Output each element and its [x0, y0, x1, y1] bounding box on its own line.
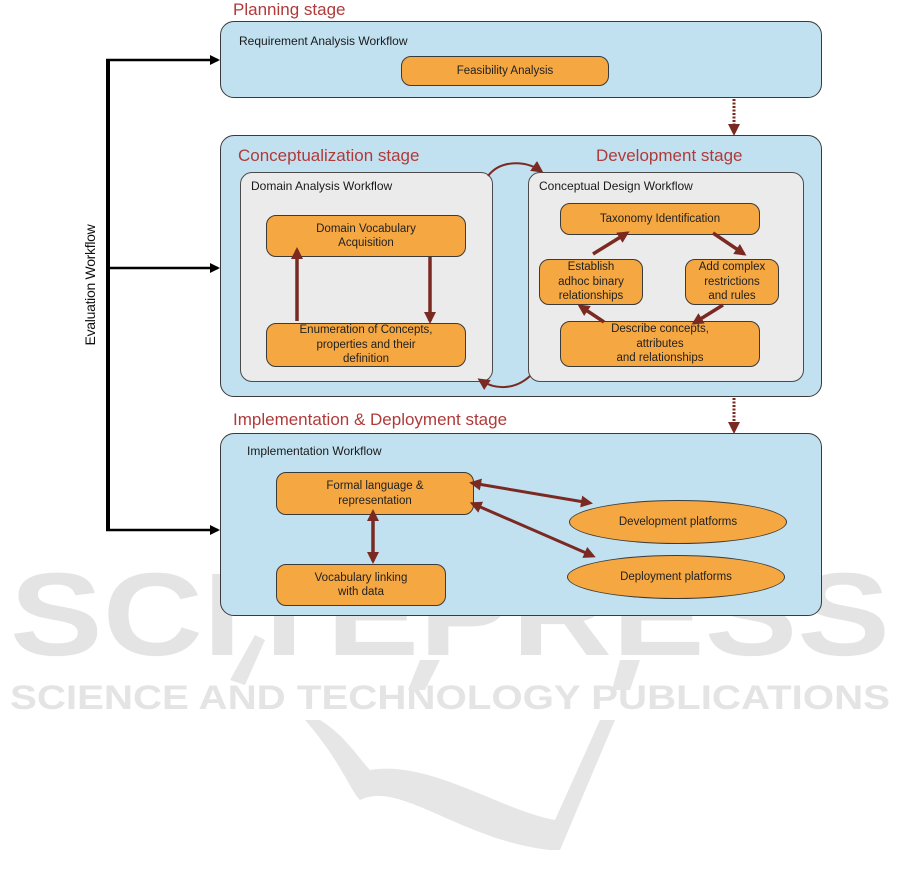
conceptualization-stage-title: Conceptualization stage	[238, 146, 420, 165]
node-label: Taxonomy Identification	[599, 212, 721, 225]
node-domain-vocabulary-acquisition[interactable]: Domain Vocabulary Acquisition	[266, 215, 466, 257]
node-label: Establish adhoc binary relationships	[558, 261, 624, 303]
node-label: Formal language & representation	[326, 480, 424, 507]
watermark-stroke	[612, 660, 640, 690]
development-stage-title: Development stage	[596, 146, 743, 165]
node-describe-concepts[interactable]: Describe concepts, attributes and relati…	[560, 321, 760, 367]
watermark-swoosh	[305, 720, 615, 850]
node-label: Deployment platforms	[620, 570, 732, 583]
implementation-panel: Implementation Workflow Formal language …	[220, 433, 822, 616]
node-vocabulary-linking-with-data[interactable]: Vocabulary linking with data	[276, 564, 446, 606]
node-label: Feasibility Analysis	[456, 64, 554, 77]
node-development-platforms[interactable]: Development platforms	[569, 500, 787, 544]
conceptual-design-panel: Conceptual Design Workflow Taxonomy Iden…	[528, 172, 804, 382]
node-label: Add complex restrictions and rules	[698, 261, 766, 303]
node-label: Describe concepts, attributes and relati…	[611, 323, 709, 365]
domain-analysis-panel: Domain Analysis Workflow Domain Vocabula…	[240, 172, 493, 382]
evaluation-workflow-label: Evaluation Workflow	[82, 224, 98, 346]
node-feasibility-analysis[interactable]: Feasibility Analysis	[401, 56, 609, 86]
watermark-tagline: SCIENCE AND TECHNOLOGY PUBLICATIONS	[10, 679, 890, 717]
node-label: Development platforms	[618, 515, 738, 528]
node-enumeration-of-concepts[interactable]: Enumeration of Concepts, properties and …	[266, 323, 466, 367]
domain-analysis-workflow-label: Domain Analysis Workflow	[251, 179, 393, 193]
node-label: Vocabulary linking with data	[314, 571, 408, 598]
implementation-stage-title: Implementation & Deployment stage	[233, 410, 508, 429]
planning-stage-title: Planning stage	[233, 0, 346, 19]
conceptualization-development-panel: Conceptualization stage Development stag…	[220, 135, 822, 397]
watermark-stroke	[230, 635, 265, 685]
node-label: Enumeration of Concepts, properties and …	[299, 324, 433, 366]
watermark-stroke	[408, 660, 440, 690]
node-taxonomy-identification[interactable]: Taxonomy Identification	[560, 203, 760, 235]
node-label: Domain Vocabulary Acquisition	[316, 222, 416, 249]
node-add-complex-restrictions[interactable]: Add complex restrictions and rules	[685, 259, 779, 305]
planning-panel: Requirement Analysis Workflow Feasibilit…	[220, 21, 822, 98]
node-establish-adhoc-binary-relationships[interactable]: Establish adhoc binary relationships	[539, 259, 643, 305]
implementation-workflow-label: Implementation Workflow	[247, 444, 382, 458]
node-formal-language-representation[interactable]: Formal language & representation	[276, 472, 474, 515]
conceptual-design-workflow-label: Conceptual Design Workflow	[539, 179, 693, 193]
requirement-analysis-workflow-label: Requirement Analysis Workflow	[239, 34, 408, 48]
node-deployment-platforms[interactable]: Deployment platforms	[567, 555, 785, 599]
